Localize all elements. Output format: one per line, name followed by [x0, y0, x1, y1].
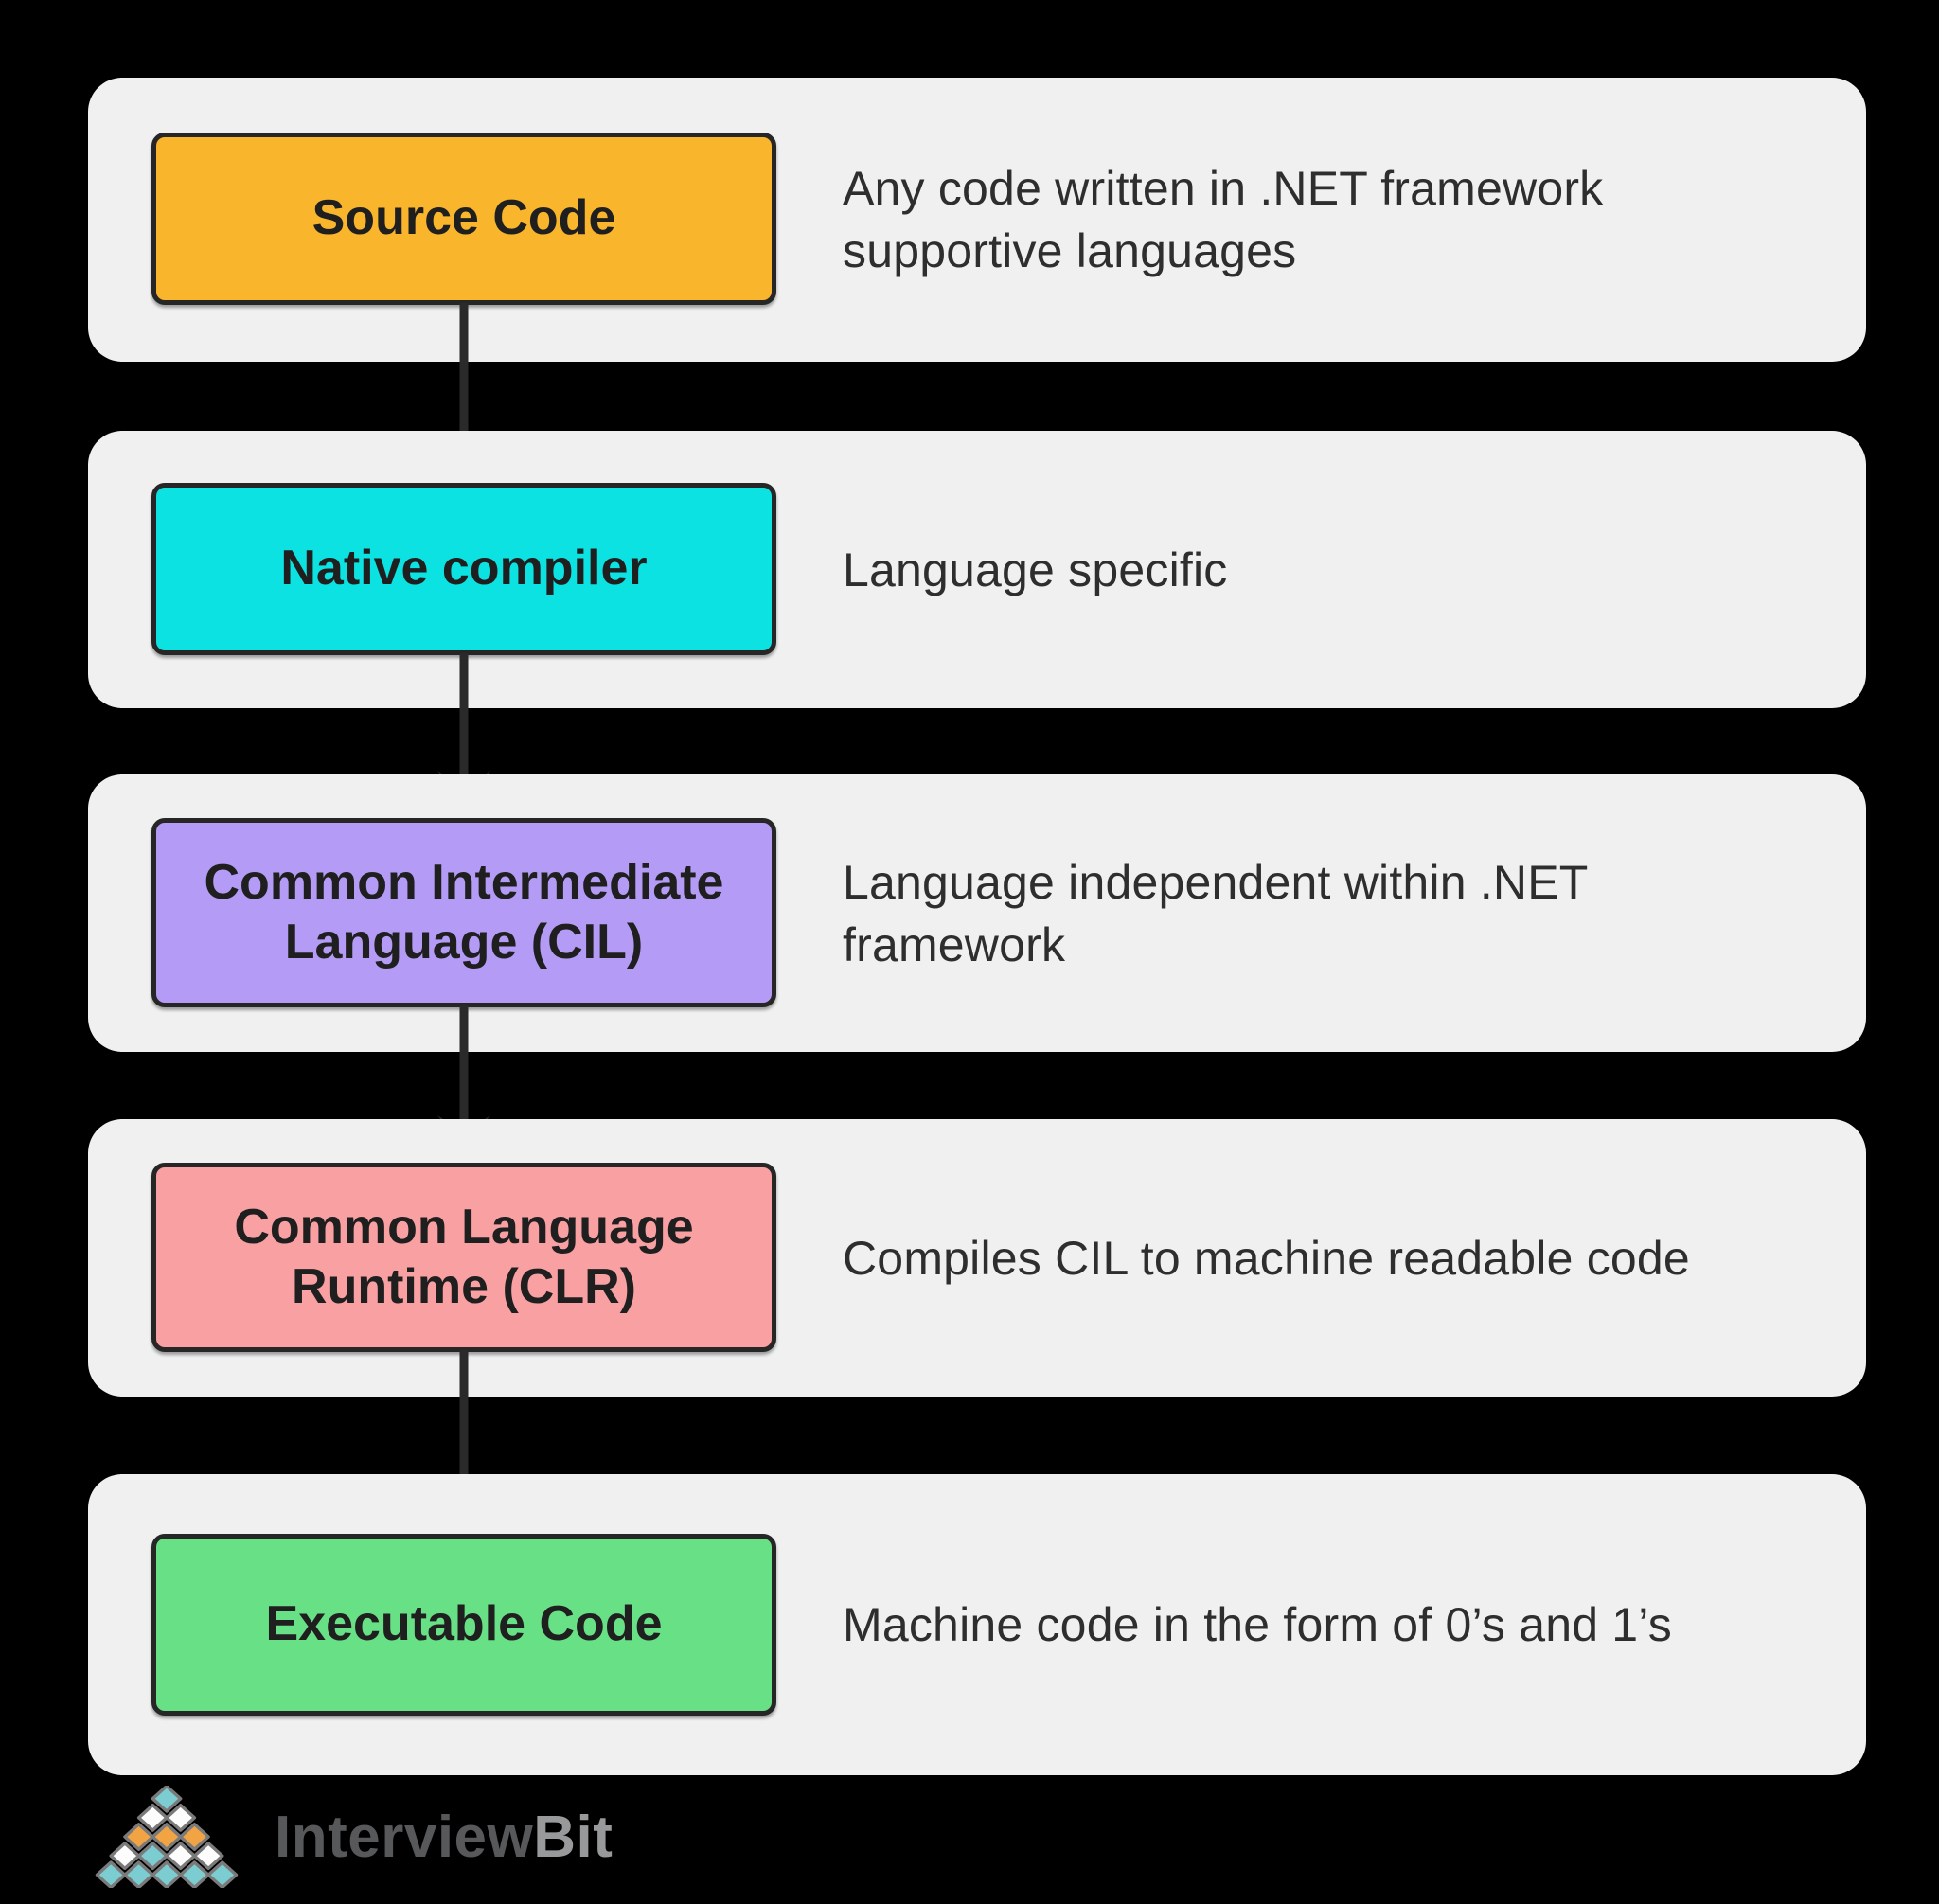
- flow-description: Machine code in the form of 0’s and 1’s: [843, 1598, 1672, 1651]
- flow-node-label: Common Language Runtime (CLR): [234, 1199, 694, 1314]
- flow-description: Any code written in .NET framework suppo…: [843, 162, 1604, 277]
- flow-node-label: Source Code: [311, 190, 616, 246]
- flow-node-source-code: Source Code: [151, 133, 776, 305]
- flow-node-label: Native compiler: [280, 541, 648, 596]
- flow-description: Compiles CIL to machine readable code: [843, 1231, 1690, 1285]
- logo-text-bit: Bit: [533, 1804, 614, 1870]
- flow-node-cil: Common Intermediate Language (CIL): [151, 818, 776, 1007]
- interviewbit-logo-icon: [95, 1786, 239, 1888]
- flow-description: Language specific: [843, 543, 1228, 596]
- flow-node-executable-code: Executable Code: [151, 1534, 776, 1716]
- flow-node-label: Common Intermediate Language (CIL): [204, 854, 724, 970]
- flow-node-clr: Common Language Runtime (CLR): [151, 1163, 776, 1352]
- logo-text-interview: Interview: [275, 1804, 534, 1870]
- flow-node-label: Executable Code: [265, 1596, 663, 1652]
- logo-text: InterviewBit: [275, 1804, 613, 1871]
- flow-node-native-compiler: Native compiler: [151, 483, 776, 655]
- interviewbit-logo: InterviewBit: [95, 1786, 613, 1888]
- flow-description: Language independent within .NET framewo…: [843, 855, 1588, 971]
